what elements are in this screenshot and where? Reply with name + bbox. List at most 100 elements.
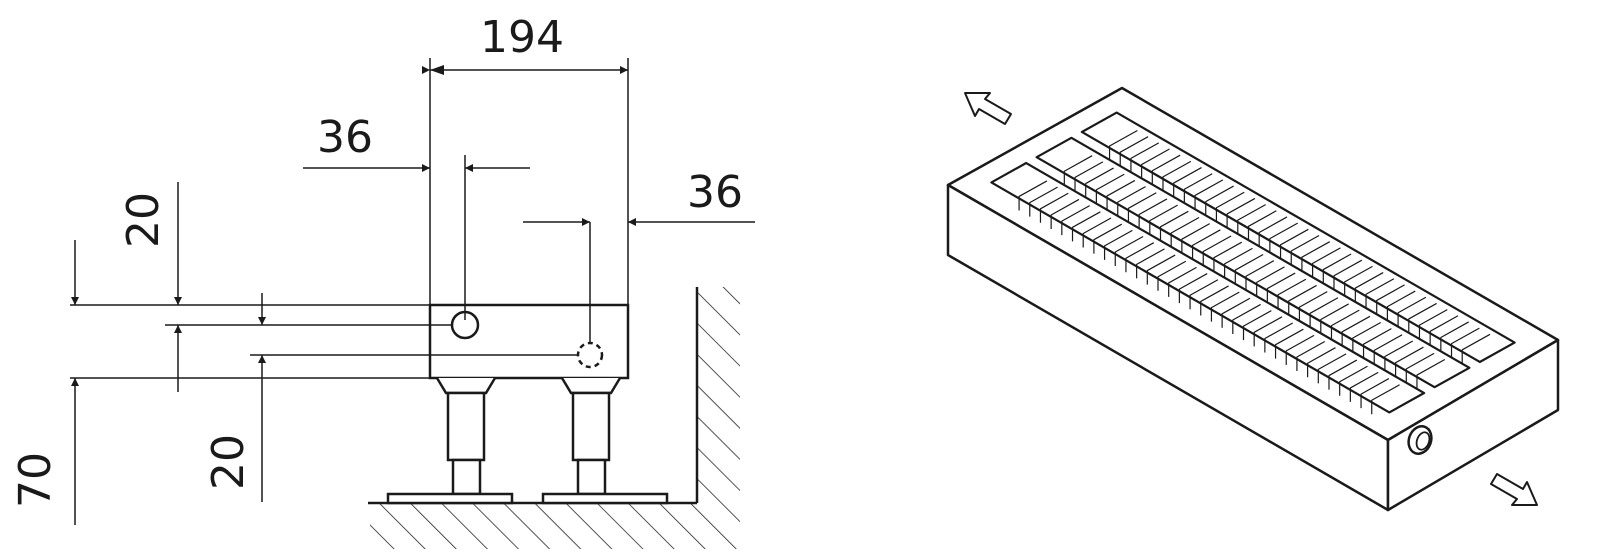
grille-fin — [1125, 242, 1155, 273]
grille-fin — [1365, 278, 1395, 309]
grille-fin — [1266, 272, 1296, 303]
grille-slot — [1035, 136, 1471, 389]
grille-fin — [1151, 154, 1181, 185]
grille-fin — [1333, 259, 1363, 290]
grille-fin — [1258, 216, 1288, 247]
grille-fin — [1354, 272, 1384, 303]
grille-fin — [1242, 310, 1272, 341]
grille-fin — [1200, 285, 1229, 316]
grille-fin — [1127, 192, 1157, 223]
grille-fin — [1269, 222, 1298, 253]
grille-fin — [1352, 321, 1381, 352]
grille-fin — [1085, 167, 1114, 198]
grille-slot — [1080, 111, 1516, 364]
grille-fin — [1288, 284, 1317, 315]
grille-fin — [1450, 327, 1480, 358]
grille-fin — [1061, 205, 1090, 236]
grille-fin — [1301, 241, 1331, 272]
grille-fin — [1234, 254, 1264, 285]
grille-fin — [1274, 328, 1304, 359]
grille-fin — [1050, 198, 1080, 229]
grille-fin — [1114, 235, 1144, 267]
side-face — [1386, 338, 1560, 512]
grille-fin — [1189, 279, 1219, 310]
grille-fin — [1213, 241, 1243, 272]
grille-fin — [1178, 273, 1208, 304]
grille-fin — [1221, 297, 1251, 328]
wall-hatching — [697, 287, 740, 504]
grille-fin — [1344, 265, 1373, 296]
grille-fin — [1317, 353, 1347, 384]
grille-fin — [1397, 296, 1427, 327]
grille-fin — [1103, 229, 1133, 260]
grille-fin — [1071, 211, 1101, 242]
grille-fin — [1371, 384, 1400, 415]
grille-fin — [1253, 316, 1283, 347]
dimension-pipe-top-label: 20 — [118, 192, 169, 248]
grille-fin — [1279, 228, 1309, 259]
grille-fin — [1373, 334, 1403, 365]
grille-fin — [1119, 136, 1149, 167]
floor-hatching — [370, 504, 740, 549]
grille-fin — [1418, 309, 1448, 340]
grille-fin — [1461, 333, 1491, 364]
grille-fin — [1215, 191, 1245, 222]
dimension-height-label: 70 — [10, 452, 61, 508]
grille-fin — [1205, 185, 1234, 216]
grille-fin — [1162, 160, 1192, 191]
grille-fin — [1191, 229, 1221, 260]
grille-fin — [1312, 247, 1341, 278]
grille-fin — [1290, 234, 1320, 266]
grille-fin — [1362, 328, 1392, 359]
dimension-width-label: 194 — [480, 12, 564, 63]
dimension-right-offset-label: 36 — [687, 167, 743, 218]
grille-fin — [1130, 142, 1160, 173]
grille-fin — [1408, 302, 1437, 333]
grille-fin — [1194, 179, 1224, 210]
grille-fin — [1232, 303, 1261, 334]
grille-fin — [1039, 192, 1069, 223]
grille-fin — [1330, 309, 1360, 340]
grille-fin — [1339, 365, 1368, 396]
grille-fin — [1277, 278, 1307, 309]
extension-lines — [70, 58, 629, 379]
grille-fin — [1210, 291, 1240, 322]
grille-fin — [1322, 253, 1352, 284]
dimension-left-offset-label: 36 — [317, 112, 373, 163]
grille-fin — [1296, 340, 1326, 372]
grille-fin — [1136, 248, 1165, 279]
grille-fin — [1202, 235, 1232, 266]
grille-fin — [1029, 186, 1058, 217]
grille-fin — [1307, 347, 1336, 378]
grille-slot — [990, 161, 1426, 414]
isometric-view — [946, 86, 1560, 512]
convector-body — [428, 303, 630, 380]
grille-fin — [1341, 315, 1371, 346]
grille-fin — [1256, 266, 1285, 297]
grille-fin — [1106, 179, 1136, 210]
grille-fin — [1093, 223, 1123, 254]
grille-fin — [1168, 266, 1197, 297]
grille-fin — [1173, 167, 1202, 198]
grille-fin — [1247, 210, 1277, 241]
grille-fin — [1159, 210, 1189, 241]
grille-fin — [1320, 303, 1349, 334]
grille-fin — [1285, 334, 1315, 365]
side-view: 194 36 36 70 20 20 — [10, 12, 755, 549]
grille-fin — [1018, 180, 1048, 211]
grille-fin — [1237, 204, 1266, 235]
grille-fin — [1074, 161, 1104, 192]
grille-fin — [1181, 223, 1211, 254]
grille-fin — [1226, 197, 1256, 228]
grille-fin — [1264, 322, 1294, 353]
grille-fin — [1405, 352, 1435, 383]
grille-fin — [1416, 359, 1446, 390]
leg-right — [541, 377, 669, 505]
grille-fin — [1376, 284, 1405, 315]
grille-fin — [1309, 297, 1339, 328]
grille-fin — [1328, 359, 1358, 390]
grille-fin — [1117, 186, 1146, 217]
grille-fin — [1149, 204, 1178, 235]
leg-left — [386, 377, 514, 505]
air-inlet-arrow-icon — [1490, 473, 1538, 506]
